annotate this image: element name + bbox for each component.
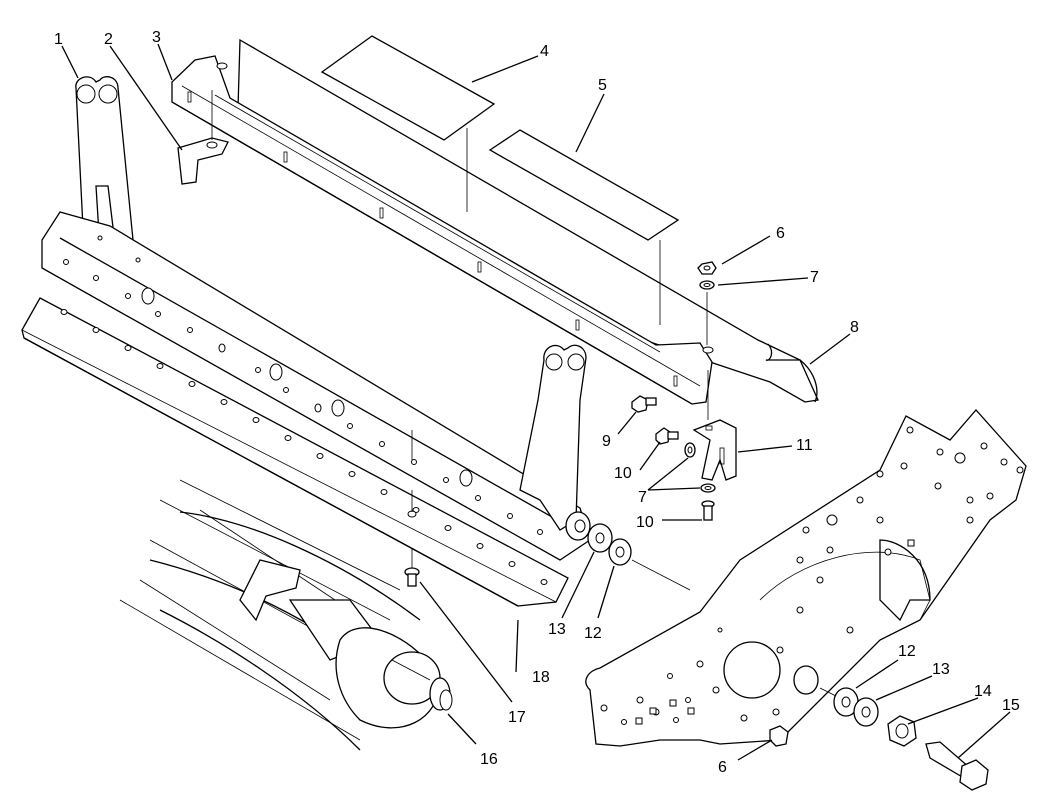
washer-13-lower (853, 697, 879, 727)
callout-17: 17 (508, 709, 526, 726)
nut-14 (887, 715, 917, 747)
callout-7-upper: 7 (810, 269, 819, 286)
callout-6-lower: 6 (718, 759, 727, 776)
callout-5: 5 (598, 77, 607, 94)
callout-16: 16 (480, 751, 498, 768)
callout-8: 8 (850, 319, 859, 336)
callout-9: 9 (602, 433, 611, 450)
rear-shield (237, 38, 819, 403)
callout-1: 1 (54, 31, 63, 48)
reel (119, 479, 453, 751)
callout-labels: 1 2 3 4 5 6 7 8 9 10 7 10 11 12 13 17 18… (54, 29, 1020, 776)
callout-13-upper: 13 (548, 621, 566, 638)
leader-lines (61, 43, 1011, 761)
nut-6-upper (697, 261, 717, 275)
callout-11: 11 (796, 437, 813, 454)
callout-10-lower: 10 (636, 514, 654, 531)
bedknife (21, 297, 569, 607)
callout-13-lower: 13 (932, 661, 950, 678)
callout-12-upper: 12 (584, 625, 602, 642)
decal-4 (320, 35, 496, 141)
decal-5 (488, 129, 680, 241)
callout-3: 3 (152, 29, 161, 46)
callout-12-lower: 12 (898, 643, 916, 660)
callout-7-lower: 7 (638, 489, 647, 506)
screw-10-upper (655, 427, 679, 445)
bolt-15 (925, 741, 989, 791)
callout-10-upper: 10 (614, 465, 632, 482)
callout-6-upper: 6 (776, 225, 785, 242)
washer-12-lower (833, 687, 859, 717)
bracket-2 (177, 90, 229, 185)
washer-7-middle (684, 442, 696, 458)
washer-13-upper (587, 523, 613, 553)
callout-4: 4 (540, 43, 549, 60)
screw-17 (404, 548, 420, 587)
side-plate-right (519, 344, 591, 541)
callout-14: 14 (974, 683, 992, 700)
screw-10-lower (701, 500, 715, 521)
callout-18: 18 (532, 669, 550, 686)
washer-7-lower (700, 483, 716, 493)
shield-channel (171, 55, 714, 405)
washer-12-upper (608, 538, 632, 566)
screw-9 (631, 395, 657, 413)
bracket-11 (692, 370, 737, 481)
side-frame-right (585, 409, 1027, 747)
nut-6-lower (769, 725, 789, 747)
washer-7-upper (699, 280, 715, 290)
callout-2: 2 (104, 31, 113, 48)
callout-15: 15 (1002, 697, 1020, 714)
